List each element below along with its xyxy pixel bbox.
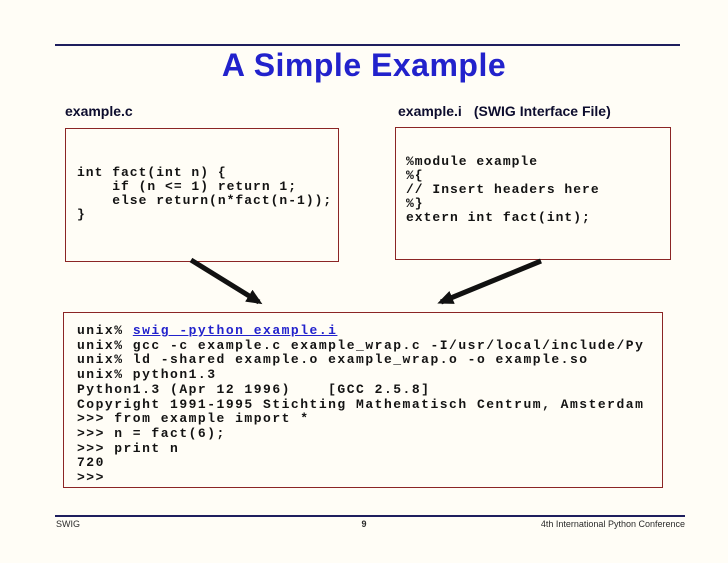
arrow-right-icon [437,258,542,305]
arrow-left-icon [189,257,263,305]
unix-prompt: unix% [77,323,133,338]
swig-interface-box: %module example %{ // Insert headers her… [395,127,671,260]
c-source-box: int fact(int n) { if (n <= 1) return 1; … [65,128,339,262]
example-c-label: example.c [65,103,133,119]
footer-right-label: 4th International Python Conference [540,519,685,529]
swig-interface-code: %module example %{ // Insert headers her… [406,154,600,225]
terminal-box: unix% swig -python example.i unix% gcc -… [63,312,663,488]
terminal-output: unix% gcc -c example.c example_wrap.c -I… [77,337,645,486]
header-rule [55,44,680,46]
terminal-first-line: unix% swig -python example.i [77,323,662,339]
example-i-label: example.i (SWIG Interface File) [398,103,611,119]
terminal-content: unix% swig -python example.i unix% gcc -… [64,313,662,486]
example-i-filename: example.i [398,103,462,119]
c-source-code: int fact(int n) { if (n <= 1) return 1; … [77,165,333,222]
footer-page-number: 9 [361,519,367,529]
slide-title: A Simple Example [221,47,507,83]
footer-rule [55,515,685,517]
example-i-note: (SWIG Interface File) [473,103,611,119]
footer-left-label: SWIG [56,519,80,529]
swig-command-link[interactable]: swig -python example.i [132,323,338,338]
